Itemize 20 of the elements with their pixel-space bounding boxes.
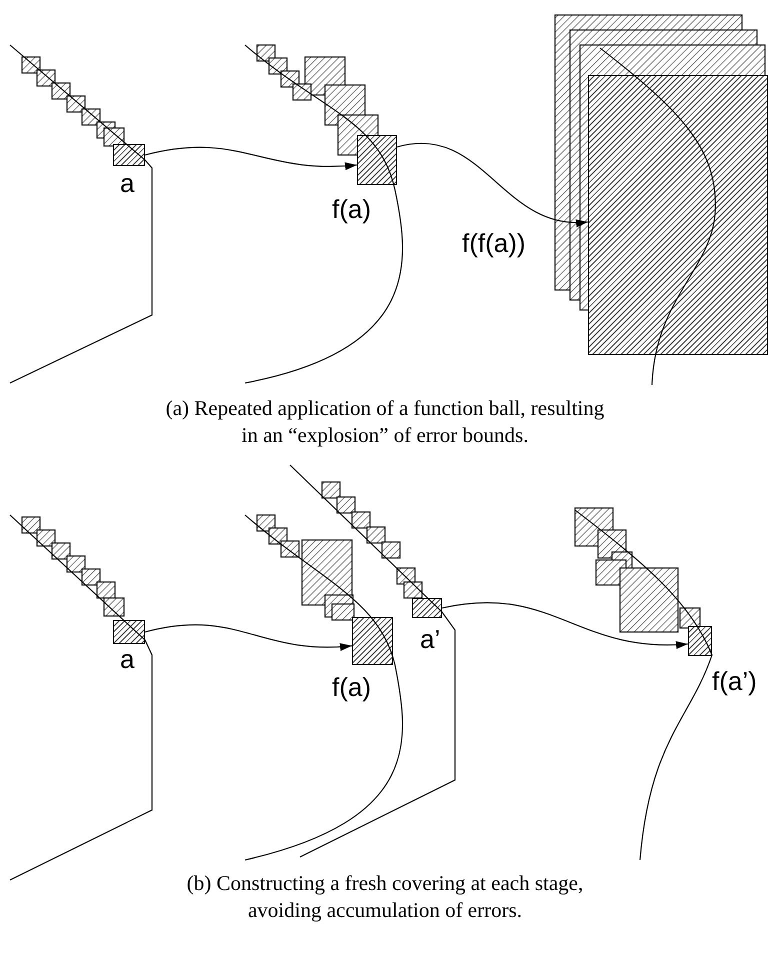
hatched-square xyxy=(113,144,145,166)
point-label: f(a’) xyxy=(712,668,757,694)
hatched-square xyxy=(688,626,712,656)
figure-caption: (b) Constructing a fresh covering at each stage, avoiding accumulation of errors. xyxy=(186,870,584,924)
point-label: a’ xyxy=(420,626,440,652)
point-label: f(a) xyxy=(332,196,371,222)
hatched-square xyxy=(113,620,145,644)
point-label: a xyxy=(120,646,134,672)
arrow xyxy=(144,146,358,170)
point-label: a xyxy=(120,170,134,196)
hatched-rectangle xyxy=(588,75,768,355)
figure-caption: (a) Repeated application of a function ball, resulting in an “explosion” of error bounds. xyxy=(165,395,605,449)
hatched-square xyxy=(412,598,442,618)
arrow xyxy=(442,602,688,648)
arrow xyxy=(396,142,588,226)
hatched-square xyxy=(352,617,393,665)
point-label: f(f(a)) xyxy=(462,230,526,256)
hatched-square xyxy=(357,135,397,185)
point-label: f(a) xyxy=(332,674,371,700)
arrow xyxy=(144,624,352,651)
